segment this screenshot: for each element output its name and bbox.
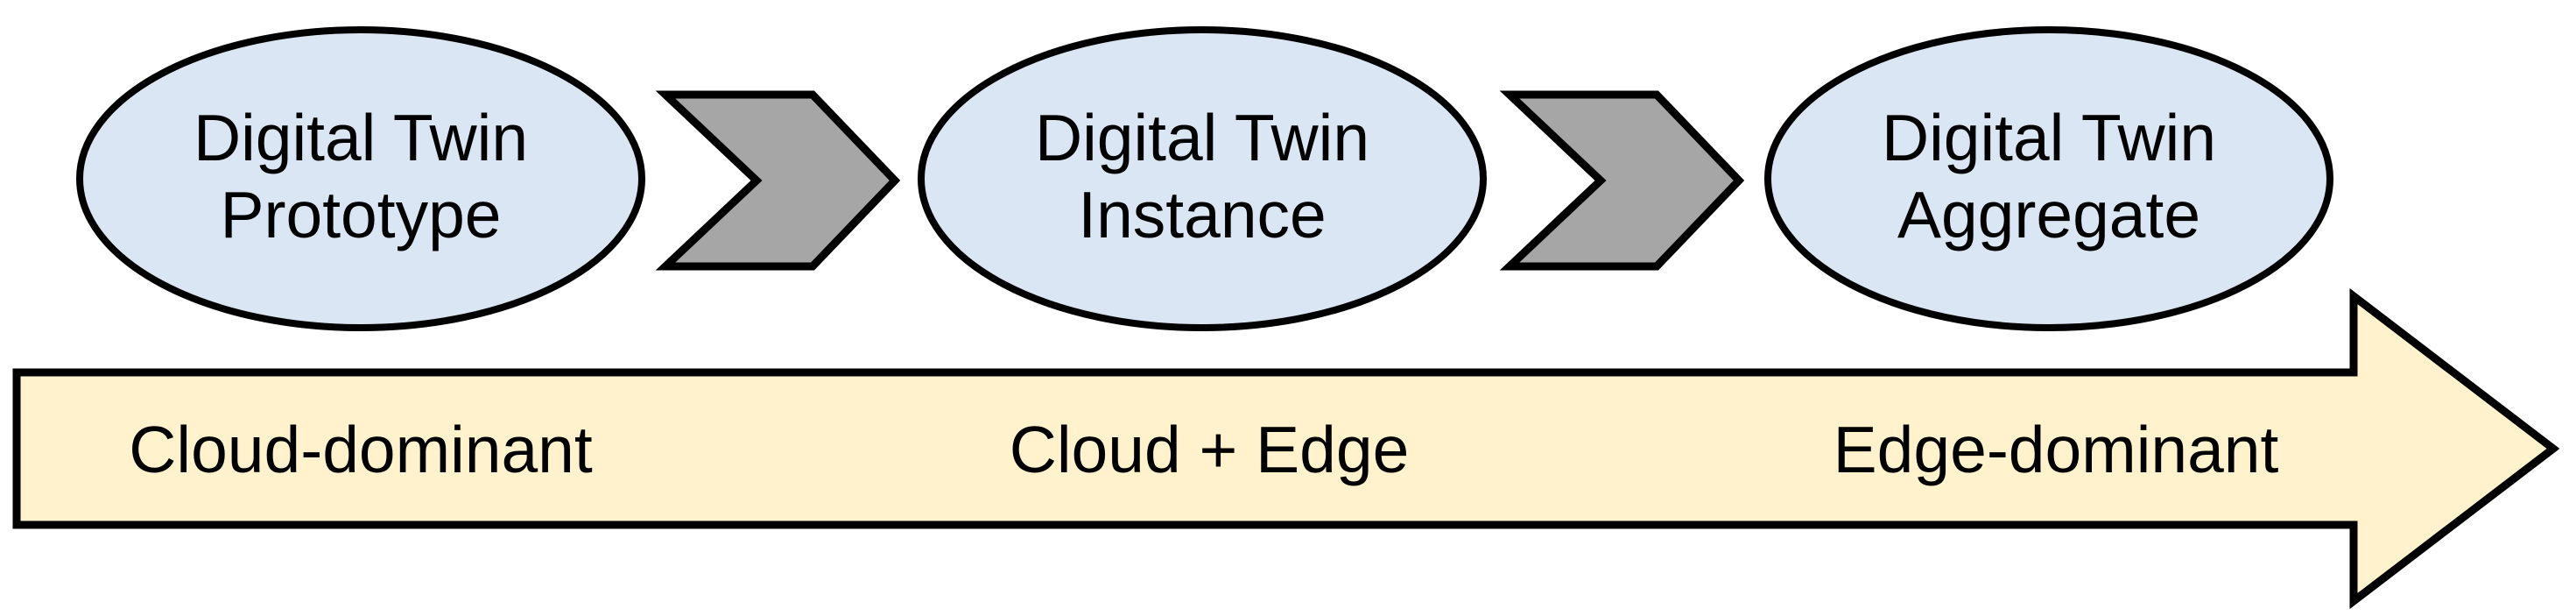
node-prototype-label-line2: Prototype bbox=[220, 178, 501, 251]
deployment-spectrum-arrow bbox=[12, 287, 2560, 610]
axis-label-cloud-dominant: Cloud-dominant bbox=[129, 413, 593, 486]
node-aggregate-label-line1: Digital Twin bbox=[1882, 101, 2216, 174]
chevron-right-icon bbox=[1499, 90, 1745, 271]
axis-label-edge-dominant: Edge-dominant bbox=[1833, 413, 2279, 486]
node-ellipse-prototype bbox=[76, 26, 645, 331]
axis-label-cloud-plus-edge: Cloud + Edge bbox=[1010, 413, 1410, 486]
node-ellipse-instance bbox=[918, 26, 1487, 331]
node-aggregate-label-line2: Aggregate bbox=[1897, 178, 2200, 251]
node-instance-label-line2: Instance bbox=[1078, 178, 1327, 251]
node-instance-label-line1: Digital Twin bbox=[1035, 101, 1369, 174]
chevron-right-icon bbox=[655, 90, 901, 271]
node-prototype-label-line1: Digital Twin bbox=[194, 101, 528, 174]
node-ellipse-aggregate bbox=[1764, 26, 2333, 331]
